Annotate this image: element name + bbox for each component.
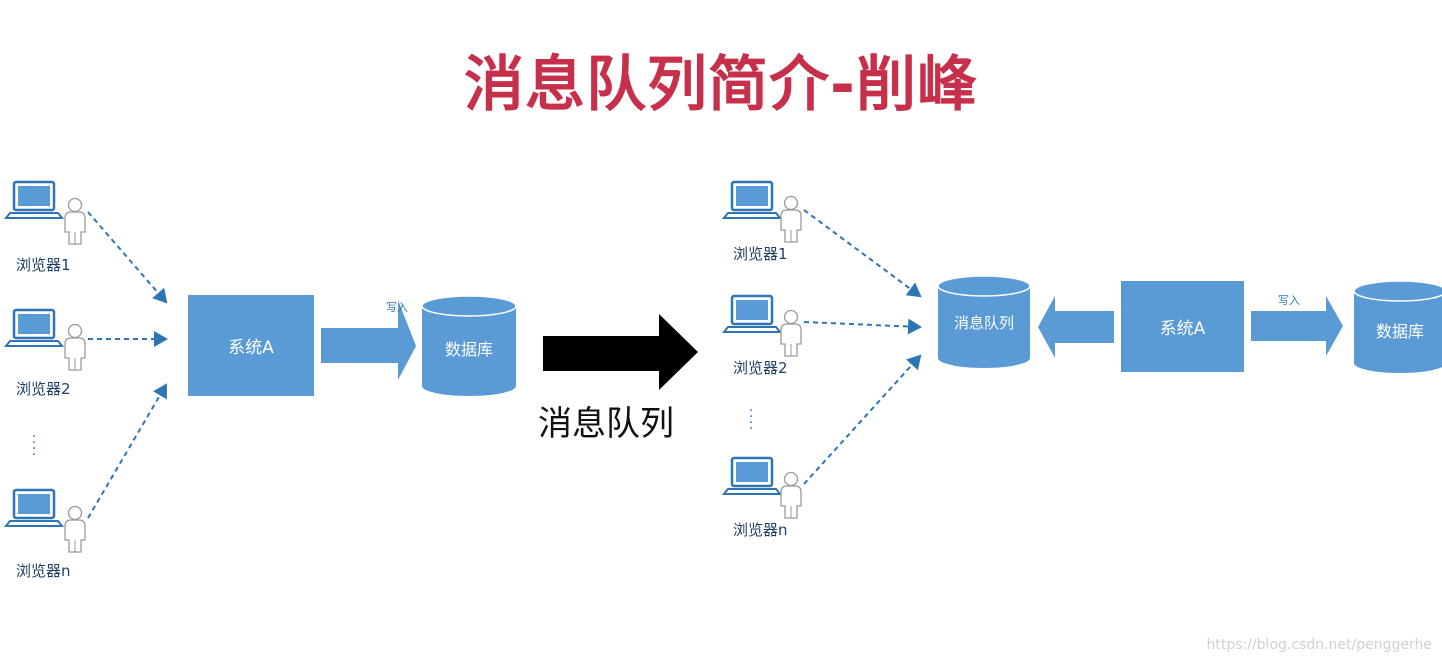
right-browser-1 bbox=[722, 180, 802, 243]
user-icon bbox=[64, 323, 86, 371]
right-connector-1 bbox=[803, 209, 922, 298]
right-browser-n-label: 浏览器n bbox=[733, 521, 788, 539]
right-browser-n bbox=[722, 456, 802, 519]
laptop-icon bbox=[4, 180, 64, 220]
left-connector-n bbox=[87, 383, 168, 519]
left-database-label: 数据库 bbox=[444, 340, 493, 359]
right-browser-1-label: 浏览器1 bbox=[733, 245, 788, 263]
transition-label: 消息队列 bbox=[538, 404, 674, 444]
left-system-box: 系统A bbox=[188, 295, 314, 396]
watermark: https://blog.csdn.net/penggerhe bbox=[1206, 637, 1432, 653]
user-icon bbox=[780, 471, 802, 519]
left-write-label: 写入 bbox=[386, 301, 408, 314]
left-browser-1-label: 浏览器1 bbox=[16, 256, 71, 274]
right-enqueue-arrow bbox=[1038, 296, 1114, 358]
laptop-icon bbox=[722, 456, 782, 496]
user-icon bbox=[64, 505, 86, 553]
left-connector-1 bbox=[87, 211, 168, 304]
left-ellipsis: ···· bbox=[31, 429, 37, 463]
page-title: 消息队列简介-削峰 bbox=[464, 50, 978, 120]
right-browser-2 bbox=[722, 294, 802, 357]
transition-arrow bbox=[543, 314, 698, 390]
user-icon bbox=[64, 197, 86, 245]
laptop-icon bbox=[722, 180, 782, 220]
left-browser-1 bbox=[4, 180, 86, 245]
left-browser-n-label: 浏览器n bbox=[16, 562, 71, 580]
right-browser-2-label: 浏览器2 bbox=[733, 359, 788, 377]
right-connector-2 bbox=[803, 318, 922, 335]
right-queue-label: 消息队列 bbox=[953, 314, 1014, 332]
right-system-box: 系统A bbox=[1121, 281, 1244, 372]
laptop-icon bbox=[4, 488, 64, 528]
right-write-arrow bbox=[1251, 296, 1343, 356]
right-database-label: 数据库 bbox=[1375, 322, 1424, 341]
right-queue-cylinder bbox=[937, 275, 1031, 368]
right-connector-n bbox=[803, 354, 922, 485]
laptop-icon bbox=[4, 308, 64, 348]
user-icon bbox=[780, 309, 802, 357]
left-browser-2-label: 浏览器2 bbox=[16, 380, 71, 398]
left-browser-2 bbox=[4, 308, 86, 371]
left-browser-n bbox=[4, 488, 86, 553]
user-icon bbox=[780, 195, 802, 243]
laptop-icon bbox=[722, 294, 782, 334]
right-write-label: 写入 bbox=[1278, 294, 1300, 307]
left-database-cylinder bbox=[421, 295, 517, 396]
right-ellipsis: ···· bbox=[748, 403, 754, 437]
left-write-arrow bbox=[321, 300, 416, 380]
right-database-cylinder bbox=[1353, 280, 1442, 373]
